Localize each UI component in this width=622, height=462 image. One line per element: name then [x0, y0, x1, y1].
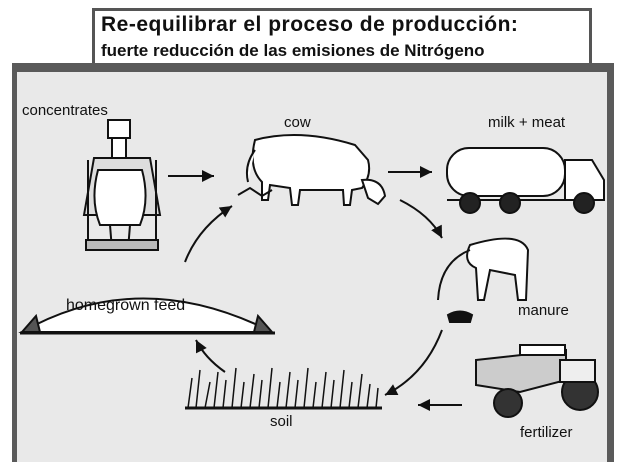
- milk-meat-label: milk + meat: [488, 114, 566, 131]
- arrow-feed-to-cow: [184, 205, 233, 263]
- cycle-arrows: [168, 166, 462, 411]
- arrow-soil-to-feed: [195, 339, 226, 373]
- fertilizer-tractor-icon: [475, 344, 599, 418]
- soil-grass-icon: [185, 367, 382, 410]
- milk-truck-icon: [446, 147, 605, 214]
- homegrown-feed-label: homegrown feed: [66, 297, 186, 314]
- cow-label: cow: [284, 114, 311, 131]
- feeding-station-icon: [82, 119, 162, 251]
- fertilizer-label: fertilizer: [520, 424, 573, 441]
- cow-icon: [237, 134, 387, 206]
- title-line-2: fuerte reducción de las emisiones de Nit…: [101, 41, 485, 60]
- feed-mound-icon: [18, 297, 275, 335]
- title-box: Re-equilibrar el proceso de producción: …: [92, 8, 592, 63]
- concentrates-label: concentrates: [22, 102, 108, 119]
- arrow-manure-to-soil: [384, 329, 443, 396]
- soil-label: soil: [270, 413, 293, 430]
- title-line-1: Re-equilibrar el proceso de producción:: [101, 13, 519, 36]
- manure-cow-icon: [437, 237, 530, 323]
- arrow-cow-to-manure: [399, 199, 443, 239]
- manure-label: manure: [518, 302, 569, 319]
